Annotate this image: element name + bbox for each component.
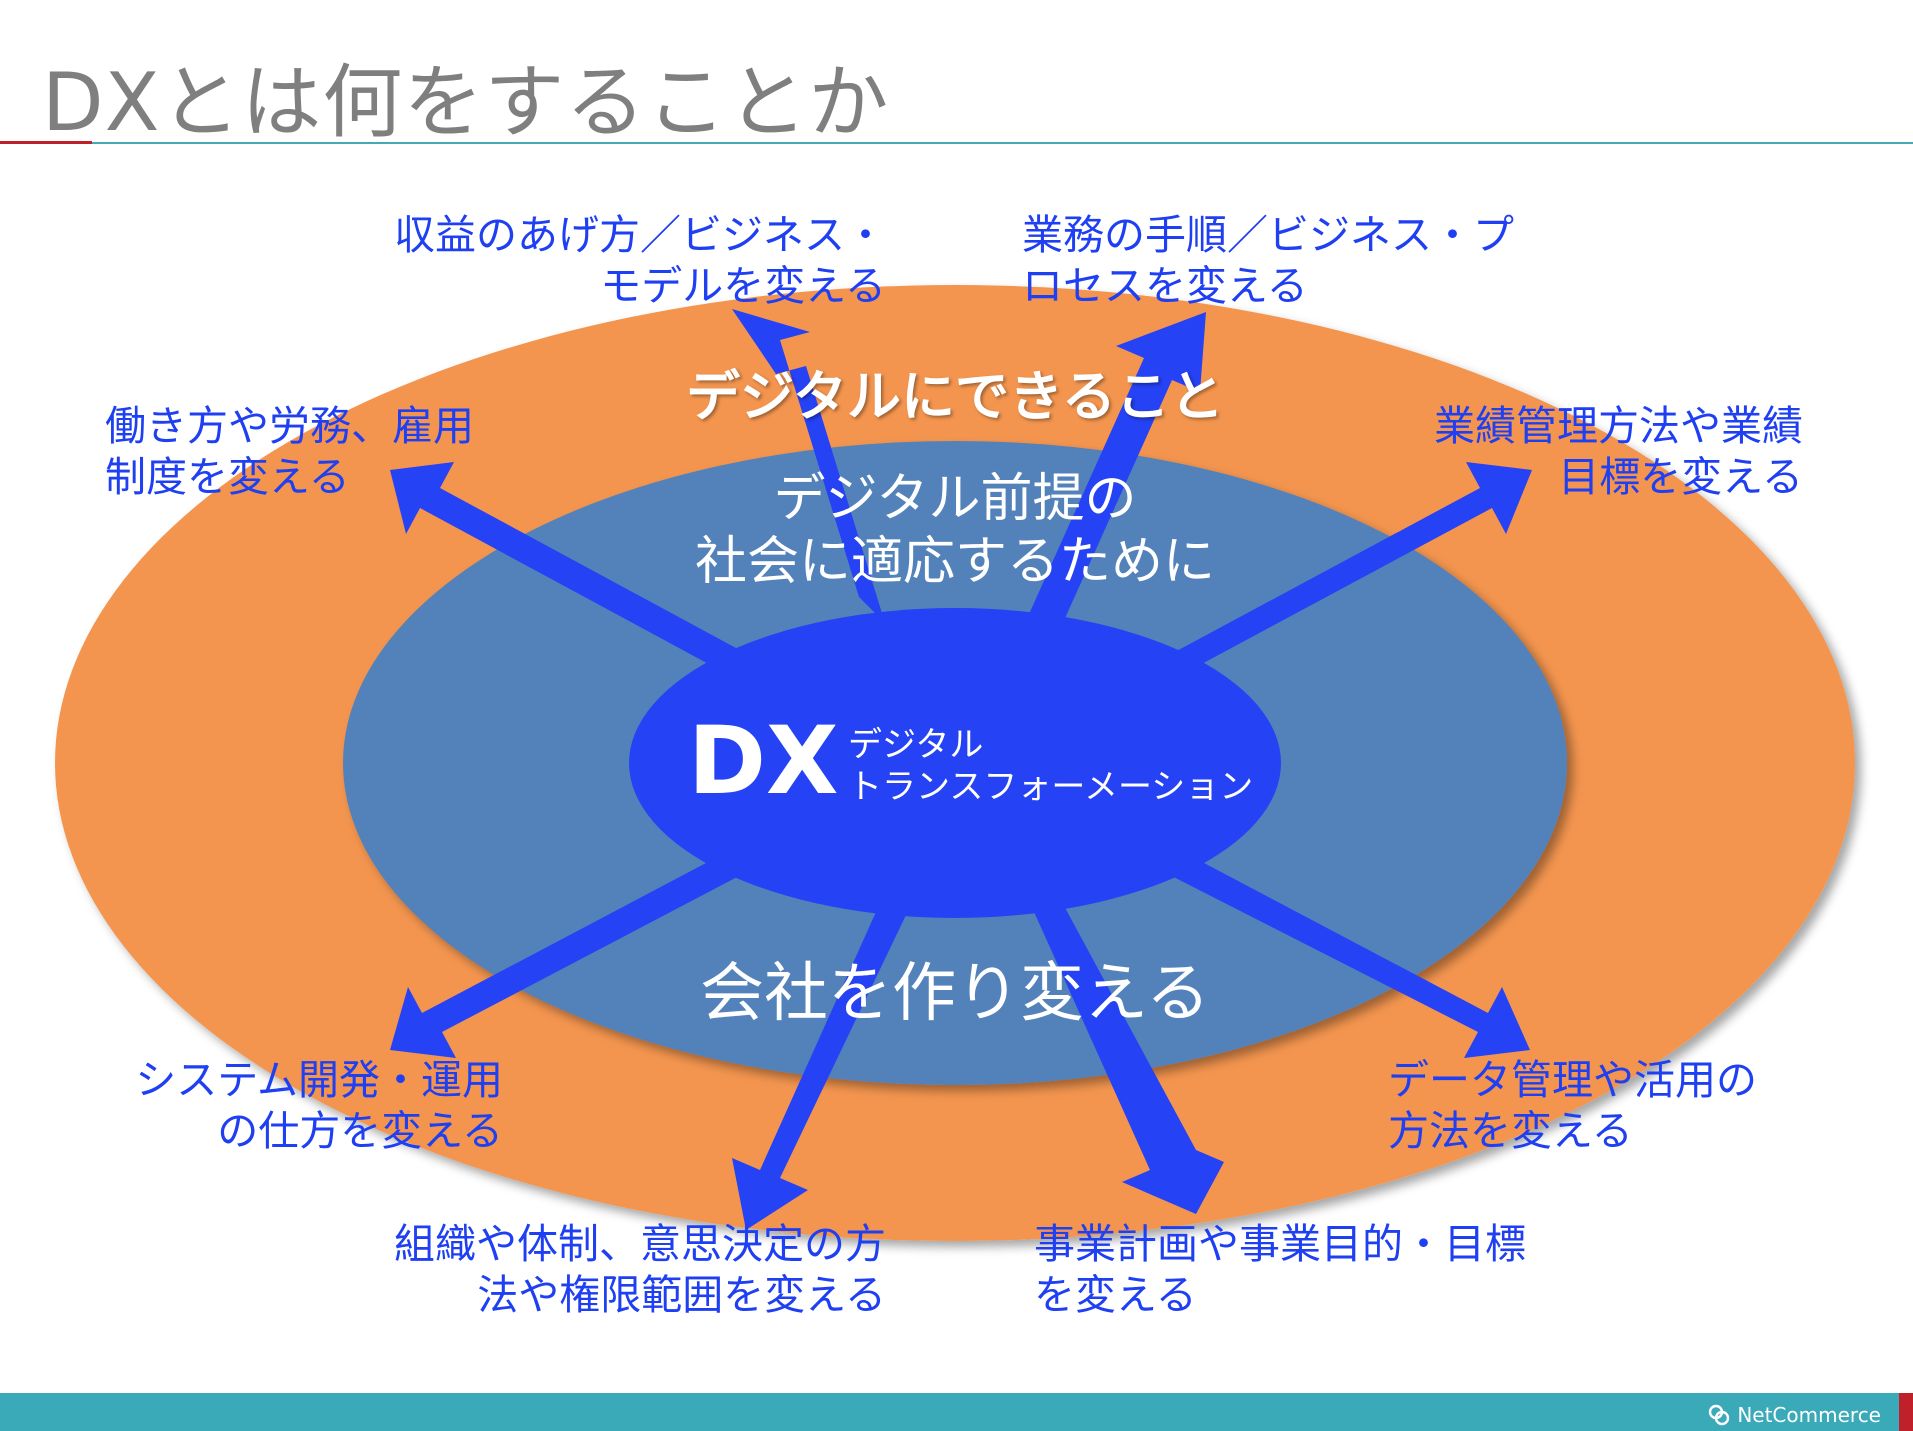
- label-work-style: 働き方や労務、雇用 制度を変える: [105, 401, 474, 503]
- core-abbr: DX: [688, 707, 839, 816]
- label-data-mgmt: データ管理や活用の 方法を変える: [1388, 1055, 1757, 1157]
- arrow-organization: [732, 903, 906, 1230]
- middle-ring-line2: 社会に適応するために: [694, 532, 1215, 592]
- brand-logo-icon: [1709, 1404, 1730, 1426]
- label-organization: 組織や体制、意思決定の方 法や権限範囲を変える: [394, 1219, 886, 1321]
- core-sub1: デジタル: [848, 725, 984, 765]
- footer-brand: NetCommerce: [1707, 1403, 1881, 1427]
- arrow-performance: [1158, 462, 1532, 681]
- label-work-style-line2: 制度を変える: [105, 453, 350, 501]
- title-rule-accent: [0, 141, 92, 144]
- label-performance: 業績管理方法や業績 目標を変える: [1434, 401, 1803, 503]
- core-sub2: トランスフォーメーション: [848, 767, 1254, 807]
- label-system-dev-line2: の仕方を変える: [217, 1107, 503, 1155]
- label-business-model: 収益のあげ方／ビジネス・ モデルを変える: [394, 210, 886, 312]
- label-performance-line2: 目標を変える: [1558, 453, 1803, 501]
- arrow-business-model: [732, 309, 885, 623]
- label-system-dev: システム開発・運用 の仕方を変える: [135, 1055, 503, 1157]
- label-business-process: 業務の手順／ビジネス・プ ロセスを変える: [1022, 210, 1514, 312]
- footer-accent: [1899, 1393, 1913, 1431]
- arrow-business-plan: [1030, 891, 1224, 1214]
- page-title: DXとは何をすることか: [42, 56, 890, 149]
- label-business-plan-line2: を変える: [1034, 1271, 1197, 1319]
- label-business-model-line1: 収益のあげ方／ビジネス・: [394, 211, 886, 259]
- arrow-business-process: [1025, 312, 1206, 645]
- arrow-work-style: [390, 462, 760, 681]
- label-business-process-line1: 業務の手順／ビジネス・プ: [1022, 211, 1514, 259]
- title-rule: [92, 142, 1913, 144]
- arrow-data-mgmt: [1150, 845, 1530, 1058]
- label-business-model-line2: モデルを変える: [600, 262, 886, 310]
- brand-name: NetCommerce: [1737, 1403, 1881, 1427]
- label-system-dev-line1: システム開発・運用: [135, 1056, 503, 1104]
- label-organization-line1: 組織や体制、意思決定の方: [394, 1220, 886, 1268]
- label-data-mgmt-line1: データ管理や活用の: [1388, 1056, 1757, 1104]
- label-business-process-line2: ロセスを変える: [1022, 262, 1308, 310]
- footer-bar: [0, 1393, 1913, 1431]
- middle-ring-heading: デジタル前提の 社会に適応するために: [555, 468, 1355, 594]
- label-organization-line2: 法や権限範囲を変える: [477, 1271, 886, 1319]
- middle-ring-bottom: 会社を作り変える: [699, 957, 1211, 1031]
- label-work-style-line1: 働き方や労務、雇用: [105, 402, 474, 450]
- middle-ring-line1: デジタル前提の: [773, 469, 1137, 529]
- core-cover: [635, 613, 1275, 913]
- arrow-system-dev: [390, 845, 760, 1058]
- label-performance-line1: 業績管理方法や業績: [1434, 402, 1803, 450]
- label-business-plan-line1: 事業計画や事業目的・目標: [1034, 1220, 1526, 1268]
- label-business-plan: 事業計画や事業目的・目標 を変える: [1034, 1219, 1526, 1321]
- outer-ring-label: デジタルにできること: [686, 365, 1224, 428]
- label-data-mgmt-line2: 方法を変える: [1388, 1107, 1633, 1155]
- core-subtitle: デジタル トランスフォーメーション: [848, 724, 1253, 808]
